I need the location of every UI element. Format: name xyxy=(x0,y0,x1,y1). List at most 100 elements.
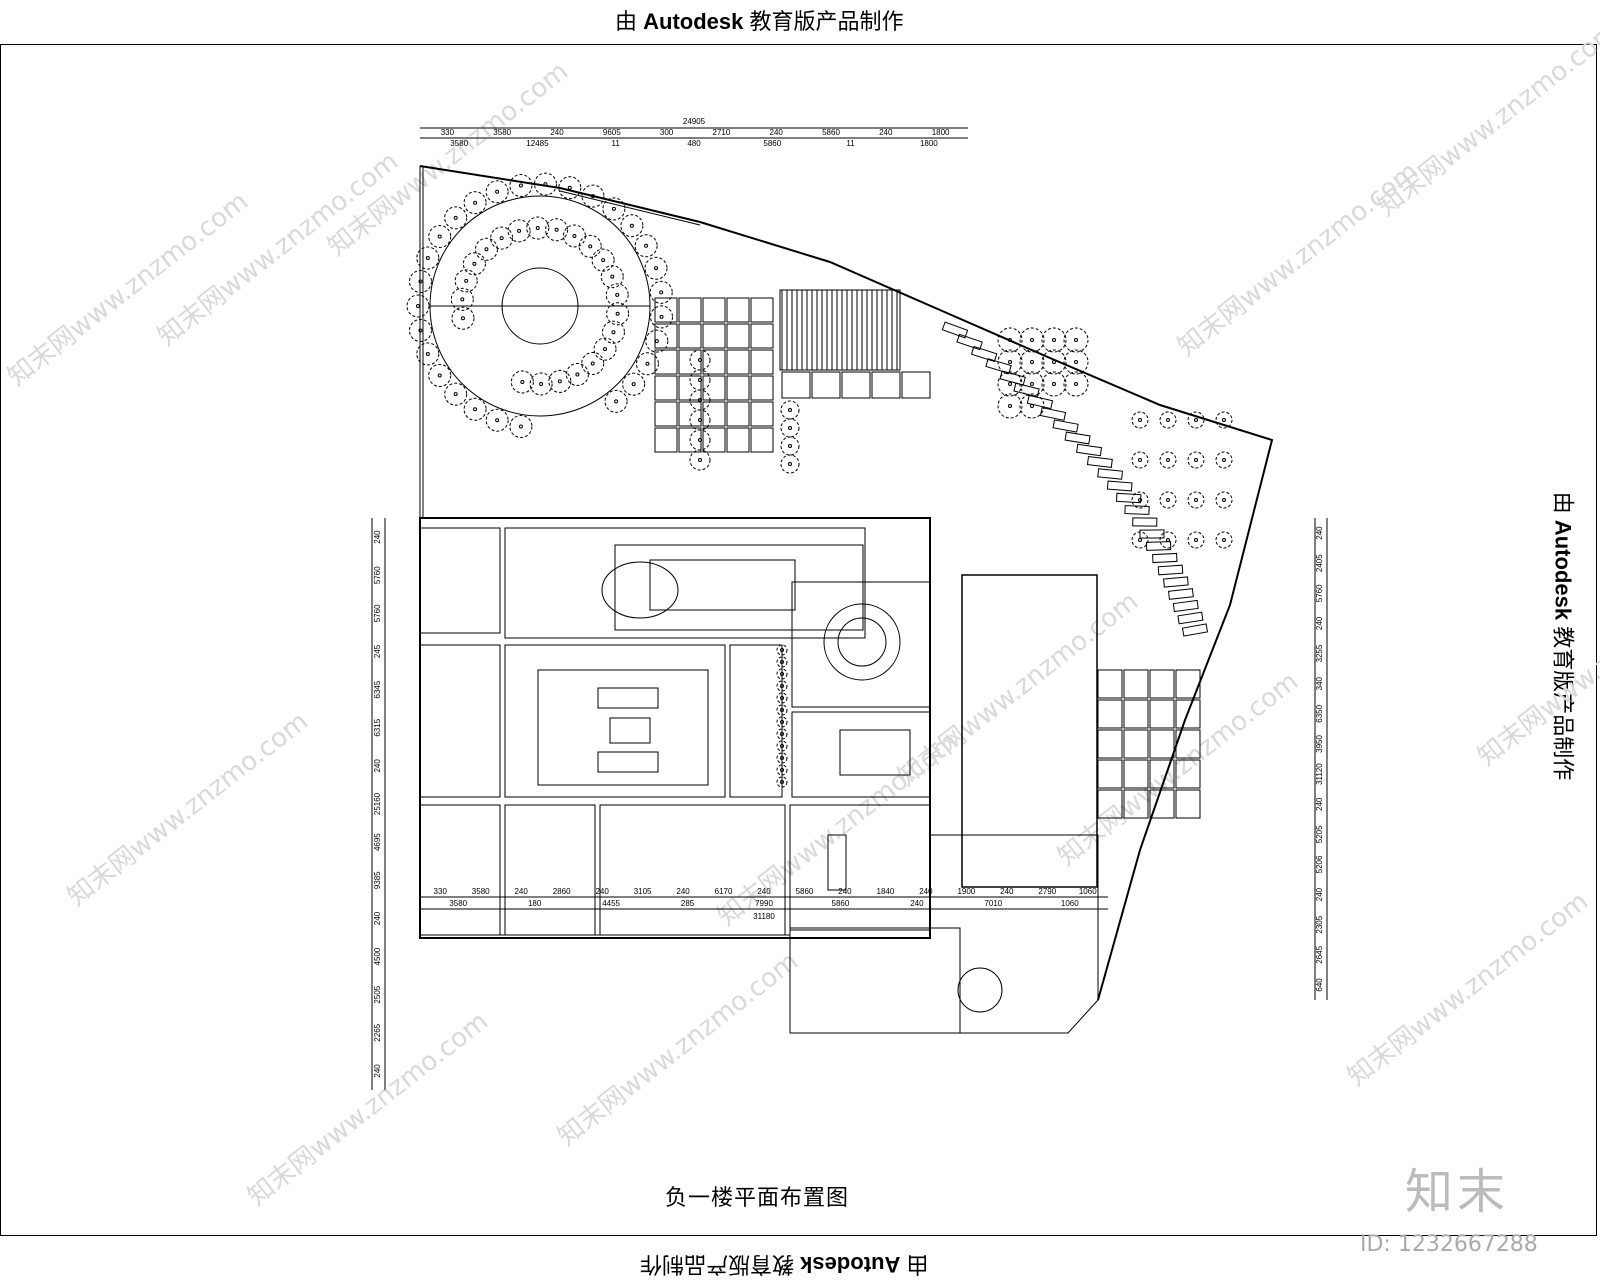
stepping-stone xyxy=(1115,492,1142,504)
paving-slab xyxy=(726,323,750,349)
dim-label: 240 xyxy=(373,911,382,925)
tree-trunk xyxy=(517,228,522,233)
paving-slab xyxy=(726,297,750,323)
tree-icon xyxy=(463,191,487,215)
tree-icon xyxy=(451,306,475,330)
tree-icon xyxy=(776,776,788,788)
tree-trunk xyxy=(654,266,659,271)
dim-label: 240 xyxy=(1000,887,1014,896)
paving-slab xyxy=(1123,789,1149,819)
paving-slab xyxy=(726,375,750,401)
room-spa xyxy=(789,927,961,1034)
dim-label: 240 xyxy=(1315,797,1324,811)
tree-icon xyxy=(635,352,659,376)
room-living xyxy=(504,644,726,798)
tree-trunk xyxy=(1166,538,1170,542)
tree-icon xyxy=(601,320,625,344)
room-storage xyxy=(419,527,501,634)
dim-label: 3580 xyxy=(450,139,468,148)
tree-icon xyxy=(1019,349,1045,375)
tree-trunk xyxy=(1222,458,1226,462)
dim-label: 3950 xyxy=(1315,734,1324,752)
treadmill xyxy=(827,834,847,891)
tree-icon xyxy=(776,764,788,776)
dining-table xyxy=(649,559,796,611)
stepping-stone xyxy=(1145,541,1172,551)
tree-icon xyxy=(529,372,553,396)
stamp-suffix: 教育版产品制作 xyxy=(749,9,904,34)
tree-icon xyxy=(1063,371,1089,397)
tree-trunk xyxy=(1166,418,1170,422)
dim-label: 240 xyxy=(1315,887,1324,901)
tree-icon xyxy=(780,454,800,474)
paving-slab xyxy=(654,375,678,401)
dim-label: 245 xyxy=(373,644,382,658)
stepping-stone xyxy=(941,321,969,339)
tree-trunk xyxy=(1052,338,1056,342)
tree-trunk xyxy=(425,256,430,261)
dim-label: 5860 xyxy=(832,899,850,908)
tree-trunk xyxy=(654,339,659,344)
tree-trunk xyxy=(543,182,548,187)
tree-trunk xyxy=(1166,498,1170,502)
tree-trunk xyxy=(780,696,784,700)
tree-icon xyxy=(1131,491,1149,509)
tree-icon xyxy=(444,382,468,406)
tree-trunk xyxy=(698,438,702,442)
tree-trunk xyxy=(464,278,469,283)
stepping-stone xyxy=(1152,552,1178,564)
paving-slab xyxy=(1097,789,1123,819)
tree-icon xyxy=(780,436,800,456)
dim-label: 330 xyxy=(441,128,455,137)
tree-icon xyxy=(780,400,800,420)
dining-carpet xyxy=(614,544,864,631)
tree-trunk xyxy=(645,361,650,366)
tree-icon xyxy=(1215,411,1233,429)
paving-slab xyxy=(726,349,750,375)
tree-icon xyxy=(605,283,629,307)
tree-trunk xyxy=(631,382,636,387)
tree-trunk xyxy=(601,258,606,263)
paving-slab xyxy=(1149,699,1175,729)
paving-slab xyxy=(702,427,726,453)
tree-icon xyxy=(689,429,711,451)
tree-icon xyxy=(463,397,487,421)
tree-trunk xyxy=(1008,360,1012,364)
tree-trunk xyxy=(615,292,620,297)
tree-trunk xyxy=(575,372,580,377)
tree-trunk xyxy=(780,780,784,784)
dim-label: 240 xyxy=(514,887,528,896)
tree-trunk xyxy=(780,684,784,688)
paving-slab xyxy=(750,323,774,349)
room-cards xyxy=(599,804,786,936)
tree-trunk xyxy=(1008,382,1012,386)
dim-label: 240 xyxy=(373,759,382,773)
dim-label: 240 xyxy=(676,887,690,896)
tree-icon xyxy=(548,369,572,393)
tree-trunk xyxy=(590,194,595,199)
paving-slab xyxy=(781,371,811,399)
tree-trunk xyxy=(698,398,702,402)
round-table-inner xyxy=(837,617,887,667)
wine-cellar xyxy=(729,644,783,798)
tree-icon xyxy=(776,704,788,716)
paving-slab xyxy=(702,401,726,427)
tree-trunk xyxy=(611,206,616,211)
tree-trunk xyxy=(698,378,702,382)
tree-trunk xyxy=(588,244,593,249)
paving-slab xyxy=(1175,759,1201,789)
tree-trunk xyxy=(615,311,620,316)
pergola xyxy=(779,289,901,371)
dim-label: 3580 xyxy=(493,128,511,137)
edu-stamp-top: 由 Autodesk 教育版产品制作 xyxy=(615,4,904,36)
paving-slab xyxy=(1149,759,1175,789)
tree-icon xyxy=(428,225,452,249)
dim-label: 3580 xyxy=(449,899,467,908)
dim-label: 31180 xyxy=(753,912,775,921)
tree-icon xyxy=(509,174,533,198)
tree-trunk xyxy=(1052,382,1056,386)
room-gym xyxy=(789,804,931,931)
tree-icon xyxy=(1159,411,1177,429)
